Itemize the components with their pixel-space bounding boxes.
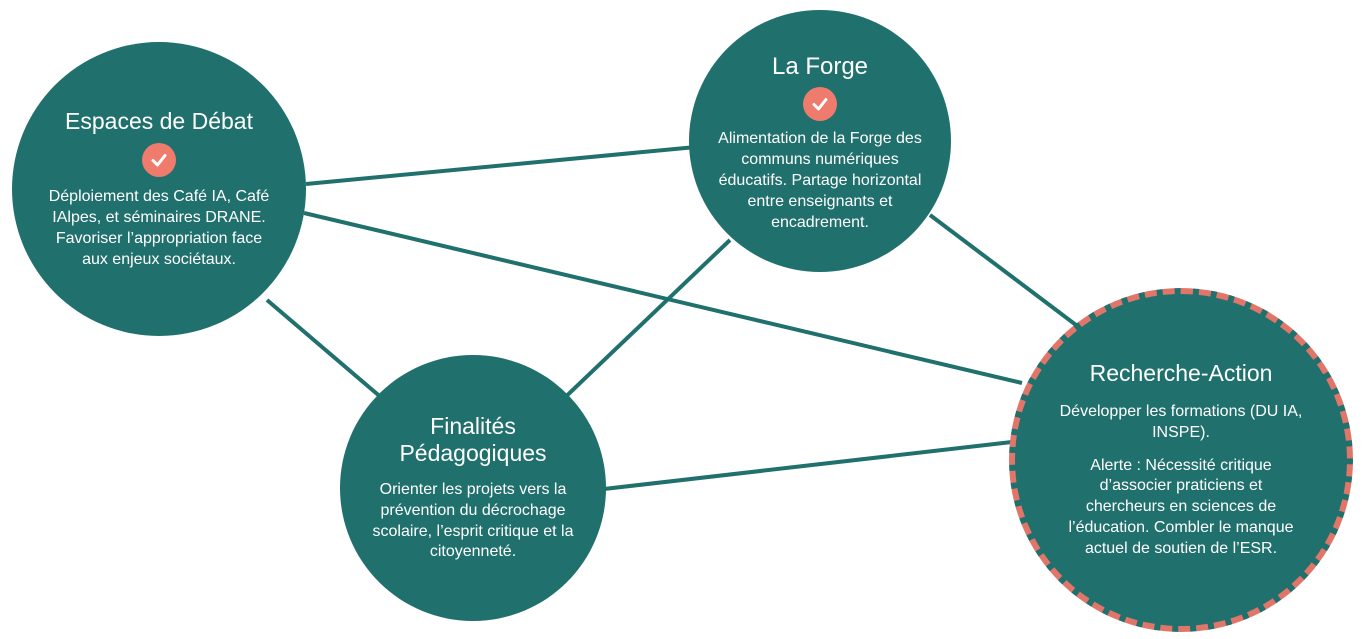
node-description: Développer les formations (DU IA, INSPE)… (1059, 403, 1303, 441)
alert-text: Alerte : Nécessité critique d’associer p… (1068, 456, 1294, 557)
node-title: Recherche-Action (1089, 360, 1273, 387)
node-finalites-pedagogiques: Finalités Pédagogiques Orienter les proj… (340, 355, 606, 621)
link-debat-forge (305, 145, 697, 186)
check-icon (803, 87, 837, 122)
link-debat-recherche (303, 211, 1023, 385)
node-title: Finalités Pédagogiques (399, 412, 547, 467)
node-la-forge: La Forge Alimentation de la Forge des co… (689, 10, 951, 272)
link-forge-recherche (928, 213, 1082, 330)
node-description: Alimentation de la Forge des communs num… (718, 130, 922, 231)
link-debat-finalites (265, 298, 392, 407)
node-espaces-de-debat: Espaces de Débat Déploiement des Café IA… (12, 42, 306, 336)
link-finalites-forge (555, 238, 732, 407)
node-title: Espaces de Débat (65, 107, 253, 134)
node-recherche-action: Recherche-Action Développer les formatio… (1009, 288, 1353, 632)
node-description: Orienter les projets vers la prévention … (372, 481, 574, 561)
node-description: Déploiement des Café IA, Café IAlpes, et… (48, 188, 270, 268)
link-finalites-recherche (603, 440, 1013, 491)
node-title: La Forge (771, 52, 869, 80)
check-icon (142, 143, 176, 178)
